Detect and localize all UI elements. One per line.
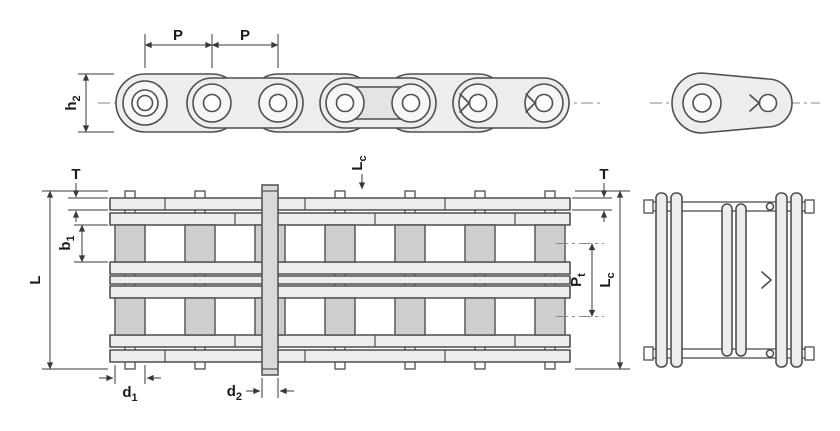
dim-label-d2: d2 [227,383,242,403]
pin-head [804,199,815,214]
dim-label-t-right: T [599,166,608,183]
outer-plate [655,192,668,368]
pin-hole [692,93,712,113]
dim-d2: d2 [227,378,294,403]
pin-head [643,199,654,214]
outer-plate-band [109,349,571,363]
roller [324,224,356,263]
pin-head [643,346,654,361]
roller [394,297,426,336]
dim-label-lc-right: Lc [597,272,617,287]
intermediate-plate [735,203,747,357]
inner-plate-band [109,285,571,299]
dim-t-left: T [68,166,108,222]
pin-hole [468,93,488,113]
roller [114,297,146,336]
dim-h2: h2 [63,73,114,133]
intermediate-plate-band [109,275,571,285]
roller [114,224,146,263]
inner-plate-band [109,261,571,275]
roller [184,297,216,336]
pin-hole [136,94,154,112]
pin-hole [268,93,288,113]
clip-ring [765,202,775,211]
dim-b1: b1 [57,224,108,263]
inner-plate [670,192,683,368]
inner-plate-band [109,334,571,348]
dim-label-pt: Pt [568,273,588,287]
pin-hole [202,93,222,113]
clip-ring [765,349,775,358]
inner-plate [775,192,788,368]
spring-clip-icon [525,93,536,113]
duplex-front-view: L b1 T Lc T [27,155,630,404]
roller [464,297,496,336]
connecting-pin-bar [261,184,279,376]
pin-hole [401,93,421,113]
dim-l: L [27,190,108,370]
dim-label-lc-top: Lc [349,155,369,170]
dim-lc-top: Lc [349,155,369,190]
dim-label-h2: h2 [63,95,83,110]
spring-clip-icon [761,271,772,289]
pin-hole [758,93,778,113]
roller [184,224,216,263]
outer-plate-band [109,197,571,211]
dim-pitch: P P [144,27,279,68]
roller [464,224,496,263]
dim-d1: d1 [99,365,161,404]
roller [394,224,426,263]
dim-label-d1: d1 [122,384,137,404]
pin-hole [335,93,355,113]
connecting-link-end-view [643,192,815,368]
dim-label-p1: P [173,27,183,44]
inner-plate-band [109,212,571,226]
single-link-view [650,72,820,134]
dim-lc-right: Lc [575,190,630,370]
intermediate-plate [721,203,733,357]
roller [324,297,356,336]
dim-label-l: L [27,275,44,284]
dim-label-b1: b1 [57,235,77,250]
spring-clip-icon [749,94,760,112]
pin-head [804,346,815,361]
chain-side-view: P P h2 [63,27,600,133]
pin-hole [534,93,554,113]
spring-clip-icon [459,93,470,113]
dim-pt: Pt [556,243,604,317]
dim-t-right: T [572,166,612,222]
dim-label-p2: P [240,27,250,44]
dim-label-t-left: T [71,166,80,183]
outer-plate [790,192,803,368]
